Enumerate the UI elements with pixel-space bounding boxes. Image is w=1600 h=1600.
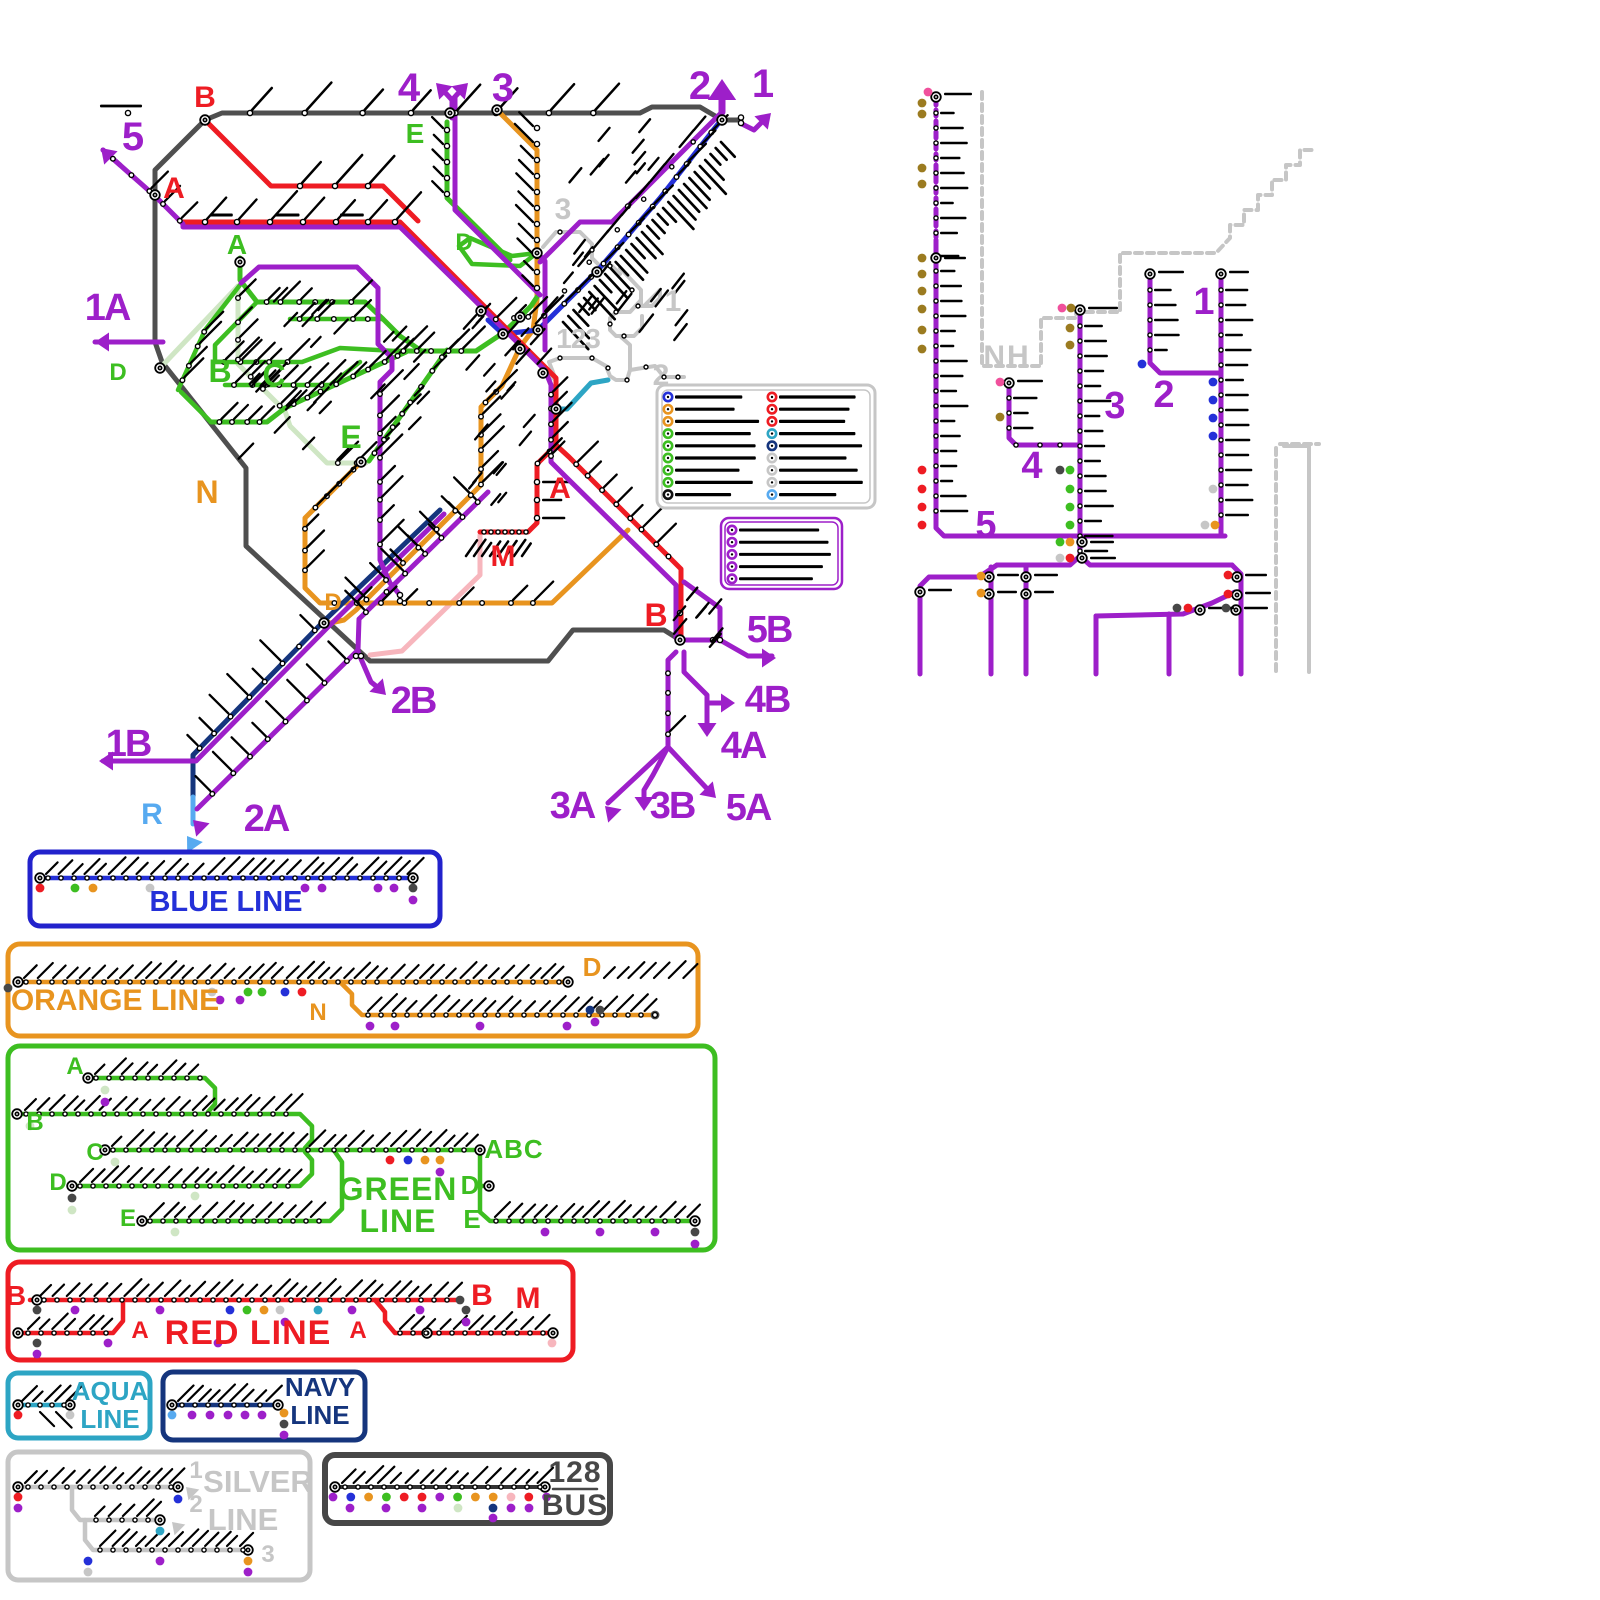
- svg-text:B: B: [471, 1279, 493, 1312]
- svg-text:4: 4: [1021, 445, 1042, 487]
- svg-text:ORANGE LINE: ORANGE LINE: [11, 984, 219, 1017]
- svg-text:D: D: [455, 229, 472, 256]
- svg-text:5: 5: [975, 504, 996, 546]
- svg-text:2B: 2B: [391, 680, 436, 722]
- svg-text:D: D: [324, 589, 341, 616]
- svg-text:E: E: [406, 118, 425, 149]
- svg-text:A: A: [163, 172, 185, 205]
- svg-text:LINE: LINE: [360, 1203, 437, 1239]
- svg-text:2A: 2A: [244, 798, 290, 840]
- svg-text:3: 3: [1104, 385, 1125, 427]
- svg-text:B: B: [644, 597, 667, 633]
- svg-text:M: M: [491, 540, 516, 573]
- svg-text:A: A: [131, 1317, 148, 1344]
- svg-text:D: D: [461, 1170, 480, 1200]
- svg-text:R: R: [141, 798, 163, 831]
- svg-text:GREEN: GREEN: [339, 1171, 458, 1207]
- svg-text:LINE: LINE: [208, 1502, 279, 1537]
- svg-text:A: A: [227, 229, 247, 260]
- svg-text:D: D: [49, 1169, 66, 1196]
- svg-text:RED LINE: RED LINE: [165, 1314, 332, 1352]
- svg-text:B: B: [194, 81, 216, 114]
- svg-text:B: B: [6, 1280, 26, 1311]
- svg-text:1: 1: [189, 1457, 202, 1484]
- svg-text:5A: 5A: [726, 787, 772, 829]
- svg-text:C: C: [262, 357, 285, 393]
- svg-text:5B: 5B: [747, 609, 792, 651]
- svg-text:123: 123: [556, 323, 600, 354]
- svg-text:D: D: [583, 952, 602, 982]
- svg-text:4B: 4B: [745, 679, 790, 721]
- svg-text:M: M: [516, 1282, 541, 1315]
- svg-text:B: B: [26, 1109, 43, 1136]
- svg-text:A: A: [66, 1053, 83, 1080]
- svg-text:NAVY: NAVY: [285, 1372, 355, 1402]
- svg-text:AQUA: AQUA: [72, 1376, 149, 1406]
- svg-text:A: A: [549, 472, 571, 505]
- svg-text:3B: 3B: [650, 785, 695, 827]
- svg-text:1B: 1B: [106, 723, 151, 765]
- svg-text:4: 4: [398, 66, 421, 110]
- svg-text:LINE: LINE: [80, 1404, 139, 1434]
- svg-text:1: 1: [752, 62, 774, 106]
- svg-text:BUS: BUS: [542, 1489, 608, 1522]
- svg-text:3: 3: [492, 66, 514, 110]
- svg-text:E: E: [120, 1205, 136, 1232]
- svg-text:C: C: [86, 1139, 103, 1166]
- svg-text:4A: 4A: [721, 725, 767, 767]
- svg-text:BLUE LINE: BLUE LINE: [149, 886, 302, 918]
- svg-text:LINE: LINE: [290, 1400, 349, 1430]
- svg-text:3: 3: [555, 193, 572, 226]
- svg-text:E: E: [340, 419, 361, 455]
- svg-text:SILVER: SILVER: [203, 1464, 313, 1499]
- svg-text:3A: 3A: [550, 785, 596, 827]
- svg-text:1A: 1A: [85, 287, 131, 329]
- svg-text:1: 1: [1193, 281, 1214, 323]
- svg-text:NH: NH: [983, 340, 1030, 373]
- svg-text:D: D: [109, 359, 126, 386]
- svg-text:A: A: [349, 1317, 366, 1344]
- svg-text:5: 5: [122, 115, 144, 159]
- svg-text:128: 128: [548, 1456, 601, 1489]
- svg-text:N: N: [195, 474, 218, 510]
- svg-text:2: 2: [1153, 374, 1174, 416]
- svg-text:E: E: [463, 1204, 480, 1234]
- svg-text:N: N: [309, 999, 326, 1026]
- svg-text:1: 1: [665, 285, 682, 318]
- svg-text:2: 2: [189, 1491, 202, 1518]
- svg-text:2: 2: [689, 64, 711, 108]
- svg-text:3: 3: [261, 1541, 274, 1568]
- svg-text:ABC: ABC: [484, 1134, 543, 1164]
- svg-text:B: B: [208, 353, 231, 389]
